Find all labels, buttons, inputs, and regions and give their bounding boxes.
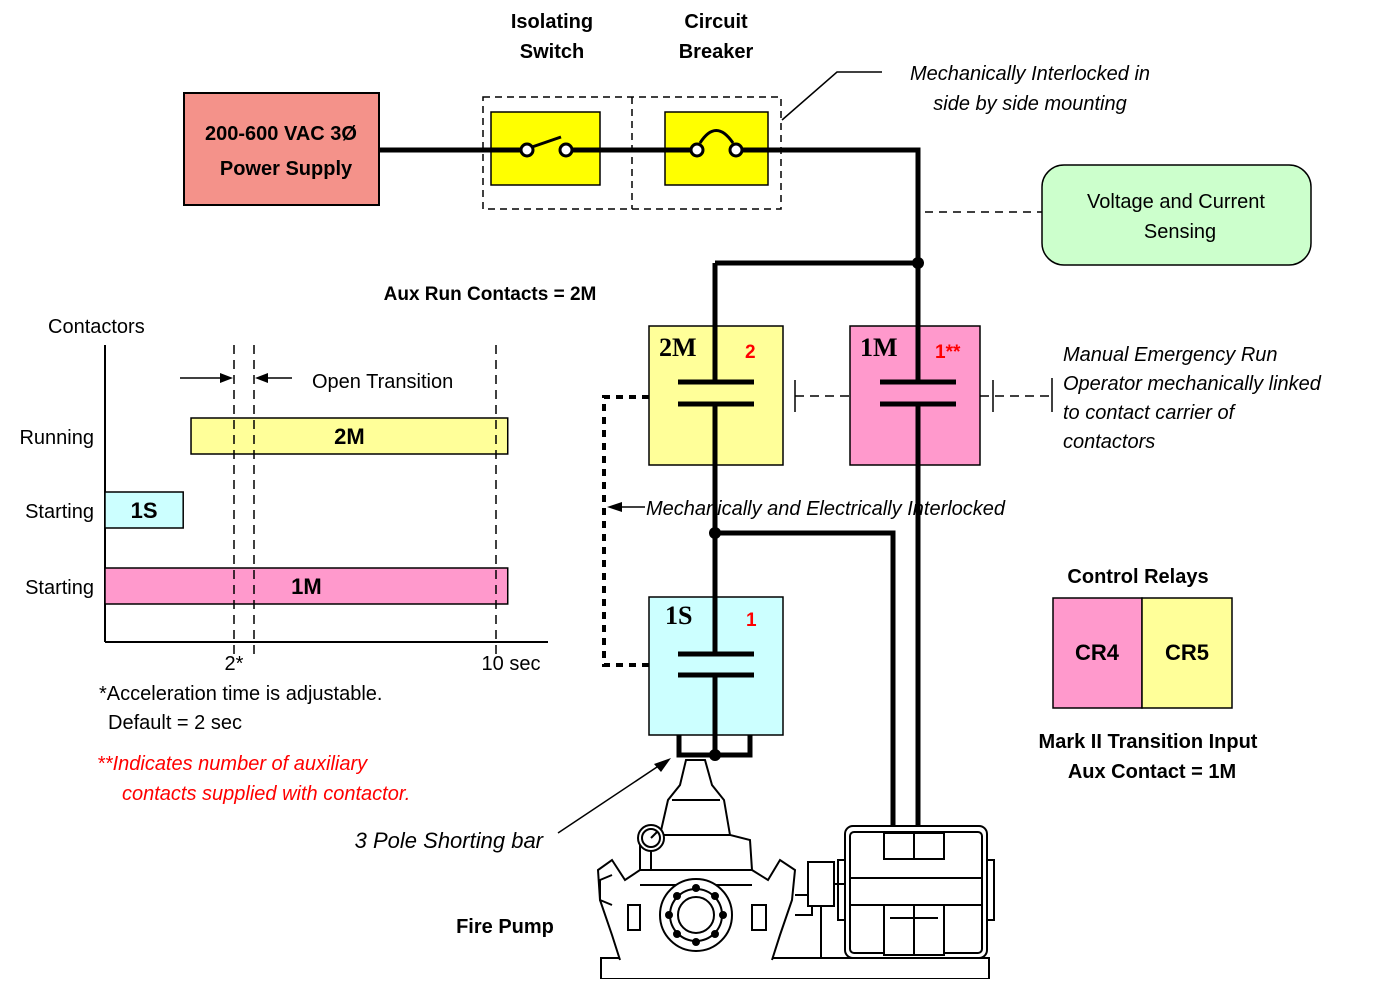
open-transition-arrow-right xyxy=(255,373,268,383)
timing-bar-1m xyxy=(104,567,509,605)
contactor-1m-aux-count: 1** xyxy=(935,342,961,363)
power-supply-label-2: Power Supply xyxy=(220,158,353,180)
interlock-dotted-link xyxy=(602,395,649,667)
manual-note-4: contactors xyxy=(1063,431,1155,453)
power-supply-label-1: 200-600 VAC 3Ø xyxy=(205,123,357,145)
circuit-breaker-terminal-right xyxy=(728,142,744,158)
contactor-2m-name: 2M xyxy=(659,333,697,362)
isolating-switch-label-2: Switch xyxy=(520,41,584,63)
fire-pump-label: Fire Pump xyxy=(456,916,554,938)
interlock-label: Mechanically and Electrically Interlocke… xyxy=(646,498,1006,520)
sensing-label-1: Voltage and Current xyxy=(1087,191,1265,213)
aux-footnote-1: **Indicates number of auxiliary xyxy=(97,753,368,775)
timing-row-label: Starting xyxy=(25,501,94,523)
aux-footnote-2: contacts supplied with contactor. xyxy=(122,783,410,805)
timing-bar-label-2m: 2M xyxy=(334,424,365,449)
shorting-bar-label: 3 Pole Shorting bar xyxy=(355,828,545,853)
timing-bar-1s xyxy=(104,491,184,529)
manual-note-1: Manual Emergency Run xyxy=(1063,344,1278,366)
tick-label-2: 2* xyxy=(225,653,244,675)
main-feed-line xyxy=(379,147,921,263)
relay-cr5 xyxy=(1141,597,1233,709)
circuit-breaker-arc xyxy=(698,129,735,144)
isolating-switch-label-1: Isolating xyxy=(511,11,593,33)
timing-bar-label-1s: 1S xyxy=(131,498,158,523)
timing-row-label: Running xyxy=(19,427,94,449)
timing-bar-2m xyxy=(190,417,509,455)
interlock-note-leader xyxy=(781,71,882,121)
manual-note-3: to contact carrier of xyxy=(1063,402,1237,424)
shorting-bar-leader xyxy=(557,764,661,834)
timing-bars: 2M Running 1S Starting 1M Starting xyxy=(19,417,509,605)
contactor-1s-aux-count: 1 xyxy=(746,610,757,631)
open-transition-label: Open Transition xyxy=(312,371,453,393)
isolating-switch-terminal-right xyxy=(558,142,574,158)
power-supply-box xyxy=(183,92,380,206)
timing-bar-label-1m: 1M xyxy=(291,574,322,599)
voltage-current-sensing-box xyxy=(1041,164,1312,266)
fire-pump-illustration xyxy=(596,759,995,980)
open-transition-arrow-left xyxy=(220,373,233,383)
sensing-label-2: Sensing xyxy=(1144,221,1216,243)
control-relays-title: Control Relays xyxy=(1067,566,1208,588)
relay-cr5-label: CR5 xyxy=(1165,640,1209,665)
transition-input-label-1: Mark II Transition Input xyxy=(1039,731,1258,753)
contactor-1s-name: 1S xyxy=(665,601,692,630)
transition-input-label-2: Aux Contact = 1M xyxy=(1068,761,1236,783)
circuit-breaker-terminal-left xyxy=(689,142,705,158)
interlock-arrow-head xyxy=(607,502,622,512)
isolating-switch-blade xyxy=(531,135,562,149)
interlock-note-1: Mechanically Interlocked in xyxy=(910,63,1150,85)
manual-note-2: Operator mechanically linked xyxy=(1063,373,1322,395)
aux-run-contacts-label: Aux Run Contacts = 2M xyxy=(384,284,597,305)
circuit-breaker-label-1: Circuit xyxy=(684,11,748,33)
contactor-1m xyxy=(849,325,981,466)
footnote-2: Default = 2 sec xyxy=(108,712,242,734)
contactor-2m-aux-count: 2 xyxy=(745,342,756,363)
shorting-bar-dot xyxy=(709,749,721,761)
contactor-1m-name: 1M xyxy=(860,333,898,362)
circuit-breaker-label-2: Breaker xyxy=(679,41,754,63)
timing-y-axis-label: Contactors xyxy=(48,316,145,338)
line-to-motor-a xyxy=(715,530,896,828)
relay-cr4-label: CR4 xyxy=(1075,640,1120,665)
tick-label-10: 10 sec xyxy=(482,653,541,675)
isolating-switch-terminal-left xyxy=(519,142,535,158)
shorting-bar-arrowhead xyxy=(654,758,671,772)
timing-row-label: Starting xyxy=(25,577,94,599)
footnote-1: *Acceleration time is adjustable. xyxy=(99,683,382,705)
interlock-note-2: side by side mounting xyxy=(933,93,1126,115)
